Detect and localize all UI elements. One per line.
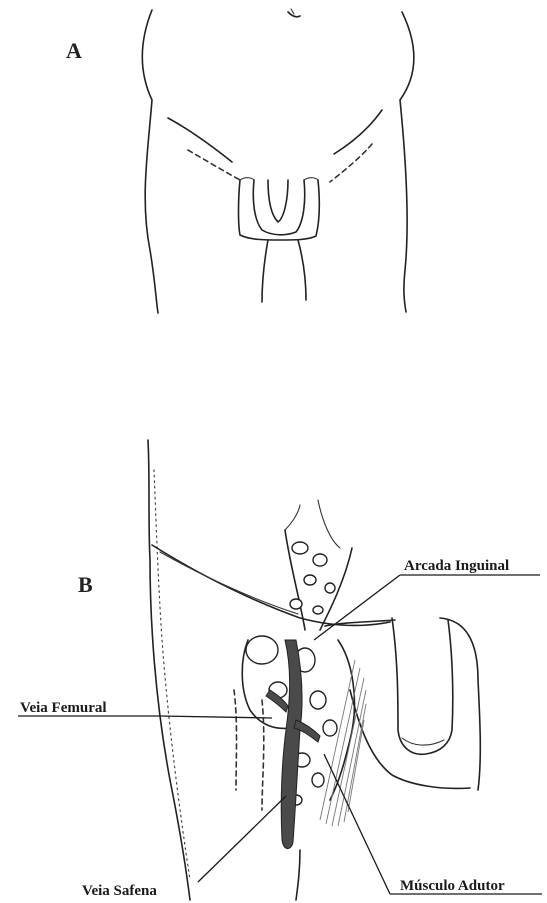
leader-arcada-inguinal — [314, 575, 540, 640]
incision-line-left — [188, 150, 240, 180]
label-leaders — [18, 575, 542, 894]
label-veia-safena: Veia Safena — [82, 883, 157, 899]
leader-musculo-adutor — [324, 754, 542, 894]
label-veia-femural: Veia Femural — [20, 700, 107, 716]
incision-line-right — [330, 144, 372, 182]
panel-b: B — [18, 440, 542, 900]
label-arcada-inguinal: Arcada Inguinal — [404, 558, 509, 574]
saphenous-vein-shape — [281, 640, 302, 849]
panel-b-letter: B — [78, 572, 93, 597]
panel-b-thigh-drawing — [148, 440, 480, 900]
label-musculo-adutor: Músculo Adutor — [400, 878, 505, 894]
leader-veia-femural — [18, 716, 272, 718]
adductor-hatching — [320, 660, 366, 826]
panel-a: A — [66, 9, 414, 313]
panel-a-letter: A — [66, 38, 82, 63]
leader-veia-safena — [198, 796, 286, 882]
panel-a-torso-drawing — [142, 9, 414, 313]
